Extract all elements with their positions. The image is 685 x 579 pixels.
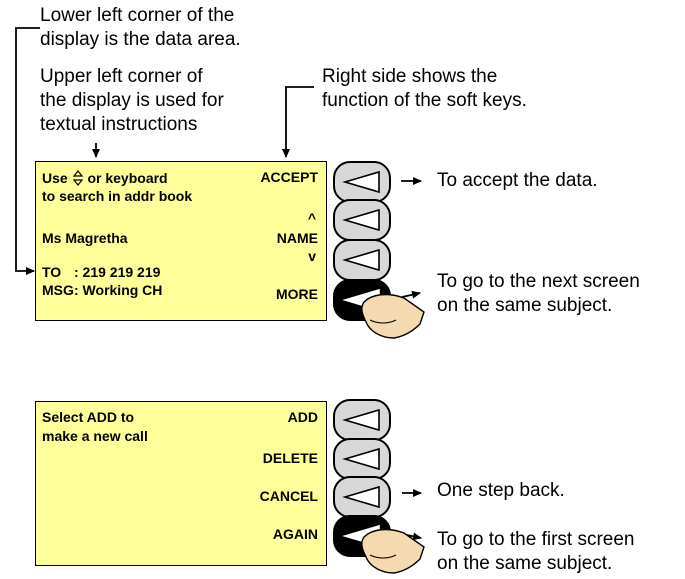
again-note: To go to the first screen on the same su… [437,529,635,574]
to-label: TO [42,264,62,280]
msg-value: : Working CH [74,282,163,298]
to-value: : 219 219 219 [74,264,161,280]
lower-left-leader [15,27,40,275]
triangle-left-icon [342,485,380,509]
softkey-add-button[interactable] [333,399,391,441]
upper-left-note: Upper left corner of the display is used… [40,66,224,135]
msg-label: MSG [42,282,74,298]
softkey-accept-button[interactable] [333,161,391,203]
more-note: To go to the next screen on the same sub… [437,271,640,316]
accept-note: To accept the data. [437,170,598,191]
instruction-line-1: Use or keyboard [42,170,168,186]
right-side-leader [282,86,314,158]
softkey-label-more: MORE [276,286,318,302]
lower-left-note: Lower left corner of the display is the … [40,5,241,50]
triangle-left-icon [342,248,380,272]
up-down-arrow-icon [72,170,83,186]
scroll-up-indicator: ^ [307,210,316,226]
pressing-finger-icon [358,292,428,342]
softkey-label-add: ADD [287,409,318,425]
softkey-delete-button[interactable] [333,438,391,480]
softkey-name-button[interactable] [333,239,391,281]
pressing-finger-icon [358,527,428,577]
instruction-line-2: make a new call [42,428,148,444]
scroll-down-indicator: v [308,248,316,264]
triangle-left-icon [342,408,380,432]
display-screen-1: Use or keyboard to search in addr book M… [35,161,327,321]
softkey-up-button[interactable] [333,199,391,241]
more-arrow [401,290,421,299]
softkey-label-delete: DELETE [262,450,318,466]
instruction-line-1: Select ADD to [42,409,135,425]
triangle-left-icon [342,447,380,471]
softkey-label-name: NAME [276,230,318,246]
display-screen-2: Select ADD to make a new call ADD DELETE… [35,401,327,566]
instruction-line-2: to search in addr book [42,188,193,204]
triangle-left-icon [342,208,380,232]
cancel-note: One step back. [437,480,565,501]
softkey-label-cancel: CANCEL [259,488,318,504]
softkey-label-accept: ACCEPT [260,169,318,185]
right-side-note: Right side shows the function of the sof… [322,66,527,111]
triangle-left-icon [342,170,380,194]
contact-name: Ms Magretha [42,230,128,246]
softkey-label-again: AGAIN [272,526,318,542]
softkey-cancel-button[interactable] [333,476,391,518]
